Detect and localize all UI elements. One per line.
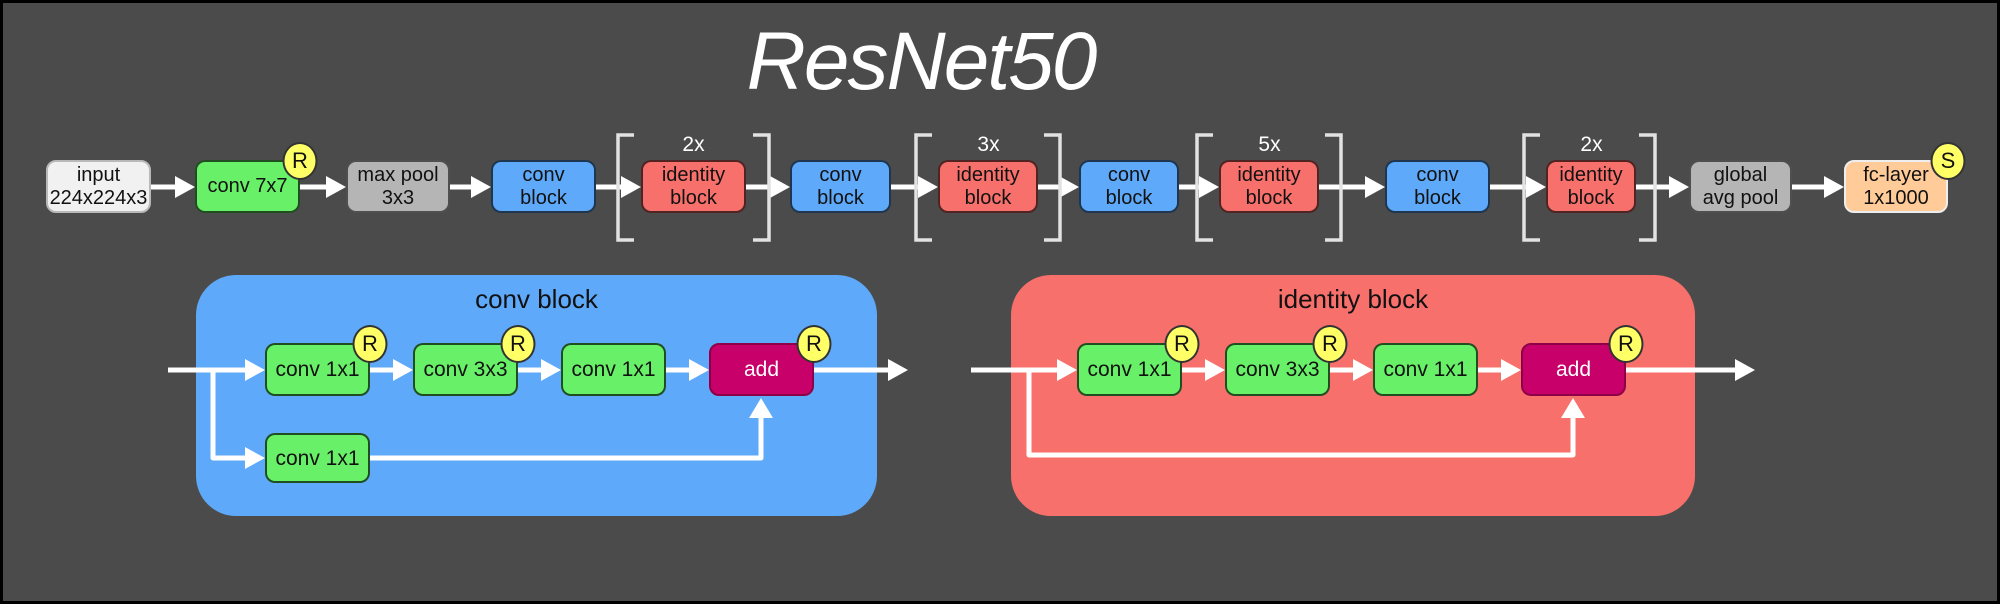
detail-shortcut-conv1x1: conv 1x1	[265, 433, 370, 483]
detail-conv1x1-2: conv 1x1	[1373, 343, 1478, 396]
repeat-count-label: 5x	[1258, 133, 1281, 156]
detail-add: add	[709, 343, 814, 396]
relu-badge: R	[796, 325, 832, 363]
detail-conv1x1-1: conv 1x1	[1077, 343, 1182, 396]
relu-badge: R	[500, 325, 536, 363]
repeat-count-label: 2x	[1580, 133, 1603, 156]
identity-block-detail-wires	[971, 359, 1755, 458]
conv-block-detail-wires	[168, 359, 908, 469]
diagram-wires	[151, 133, 1844, 469]
relu-badge: R	[1608, 325, 1644, 363]
relu-badge: R	[282, 142, 318, 180]
relu-badge: R	[1164, 325, 1200, 363]
repeat-count-label: 2x	[682, 133, 705, 156]
detail-conv3x3: conv 3x3	[1225, 343, 1330, 396]
diagram-title: ResNet50	[746, 16, 1098, 107]
relu-badge: R	[352, 325, 388, 363]
detail-conv3x3: conv 3x3	[413, 343, 518, 396]
pipeline-arrows	[151, 176, 1844, 198]
detail-conv1x1-2: conv 1x1	[561, 343, 666, 396]
identity-block-detail-title: identity block	[1277, 284, 1429, 314]
repeat-brackets	[616, 133, 1657, 242]
detail-conv1x1-1: conv 1x1	[265, 343, 370, 396]
node-conv7x7: conv 7x7	[195, 160, 300, 213]
repeat-count-label: 3x	[977, 133, 1000, 156]
softmax-badge: S	[1930, 142, 1966, 180]
detail-add: add	[1521, 343, 1626, 396]
conv-block-detail-title: conv block	[475, 284, 598, 314]
relu-badge: R	[1312, 325, 1348, 363]
